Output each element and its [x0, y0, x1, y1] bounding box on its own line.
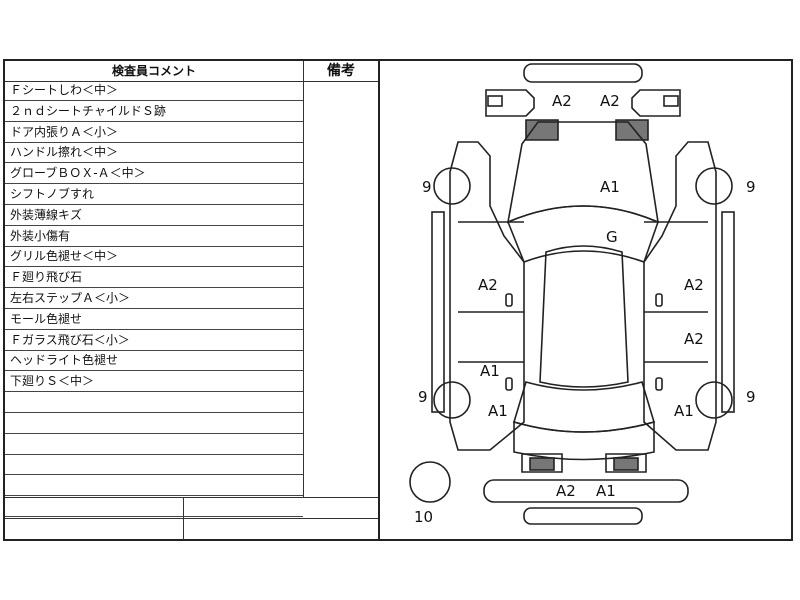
sheet-footer	[5, 497, 378, 540]
headlight-left	[525, 119, 559, 141]
roof-outline	[539, 245, 629, 388]
comment-row	[5, 455, 303, 476]
label-left-rear-door: A1	[480, 362, 500, 380]
label-tire-front-right: 9	[746, 178, 756, 196]
rear-lamp-bar-left	[521, 453, 563, 473]
comment-row: 外装小傷有	[5, 227, 303, 247]
footer-divider-vertical	[183, 498, 184, 540]
label-rear-bumper-right: A1	[596, 482, 616, 500]
comment-row	[5, 393, 303, 413]
rear-bumper-bottom	[523, 507, 643, 525]
tire-rear-right-icon	[695, 381, 733, 419]
left-door-handle-front	[505, 293, 513, 307]
windshield-outline	[506, 205, 660, 264]
label-right-rear-fender: A1	[674, 402, 694, 420]
comment-row: グローブＢＯＸ-Ａ＜中＞	[5, 164, 303, 185]
comment-row	[5, 435, 303, 455]
front-bumper-top	[523, 63, 643, 83]
front-bumper-left-slot	[487, 95, 503, 107]
label-windshield: G	[606, 228, 618, 246]
rear-bumper	[483, 479, 689, 503]
comment-row: 左右ステップＡ＜小＞	[5, 289, 303, 309]
comment-row: Ｆガラス飛び石＜小＞	[5, 331, 303, 351]
left-side-step	[431, 211, 445, 413]
left-door-handle-rear	[505, 377, 513, 391]
comment-row	[5, 476, 303, 497]
right-side-step	[721, 211, 735, 413]
label-hood: A1	[600, 178, 620, 196]
comment-row: ドア内張りＡ＜小＞	[5, 123, 303, 143]
label-front-bumper-left: A2	[552, 92, 572, 110]
headlight-right	[615, 119, 649, 141]
comment-row: モール色褪せ	[5, 310, 303, 330]
tail-light-left	[529, 457, 555, 471]
label-rear-bumper-left: A2	[556, 482, 576, 500]
label-tire-front-left: 9	[422, 178, 432, 196]
inspection-sheet: 検査員コメント 備考 Ｆシートしわ＜中＞２ｎｄシートチャイルドＳ跡ドア内張りＡ＜…	[3, 59, 793, 541]
footer-divider-horizontal	[5, 518, 378, 519]
comment-row: ヘッドライト色褪せ	[5, 351, 303, 372]
label-left-rear-fender: A1	[488, 402, 508, 420]
comment-row: 外装薄線キズ	[5, 206, 303, 226]
label-right-front-door: A2	[684, 276, 704, 294]
front-bumper-left-part	[485, 89, 535, 117]
tail-light-right	[613, 457, 639, 471]
comment-row: ２ｎｄシートチャイルドＳ跡	[5, 102, 303, 122]
tire-front-left-icon	[433, 167, 471, 205]
notes-header: 備考	[327, 63, 355, 79]
comments-panel: 検査員コメント 備考 Ｆシートしわ＜中＞２ｎｄシートチャイルドＳ跡ドア内張りＡ＜…	[5, 61, 380, 540]
spare-tire-icon	[409, 461, 451, 503]
label-right-rear-door: A2	[684, 330, 704, 348]
comment-row	[5, 414, 303, 434]
vehicle-damage-diagram: A2 A2 A1 G A2 A1 A1 A2 A2 A1 9 9 9 9 A2 …	[378, 62, 788, 538]
comment-row: Ｆ廻り飛び石	[5, 268, 303, 289]
comment-row: グリル色褪せ＜中＞	[5, 247, 303, 268]
comment-row: 下廻りＳ＜中＞	[5, 372, 303, 393]
rear-lamp-bar-right	[605, 453, 647, 473]
car-outline-svg: A2 A2 A1 G A2 A1 A1 A2 A2 A1 9 9 9 9 A2 …	[409, 63, 756, 526]
label-tire-rear-left: 9	[418, 388, 428, 406]
comments-header-row: 検査員コメント 備考	[5, 61, 378, 82]
comment-row: シフトノブすれ	[5, 185, 303, 205]
label-front-bumper-right: A2	[600, 92, 620, 110]
front-bumper-right-part	[631, 89, 681, 117]
comment-row	[5, 497, 303, 517]
front-bumper-right-slot	[663, 95, 679, 107]
left-body-outline	[449, 141, 525, 451]
tire-front-right-icon	[695, 167, 733, 205]
label-left-front-door: A2	[478, 276, 498, 294]
right-body-outline	[643, 141, 717, 451]
notes-column-divider	[303, 81, 304, 497]
tire-rear-left-icon	[433, 381, 471, 419]
label-spare-tire: 10	[414, 508, 433, 526]
comment-row: Ｆシートしわ＜中＞	[5, 81, 303, 101]
comment-row: ハンドル擦れ＜中＞	[5, 143, 303, 164]
rear-glass-outline	[513, 381, 656, 433]
right-door-handle-front	[655, 293, 663, 307]
right-door-handle-rear	[655, 377, 663, 391]
label-tire-rear-right: 9	[746, 388, 756, 406]
inspector-comments-header: 検査員コメント	[5, 61, 304, 81]
